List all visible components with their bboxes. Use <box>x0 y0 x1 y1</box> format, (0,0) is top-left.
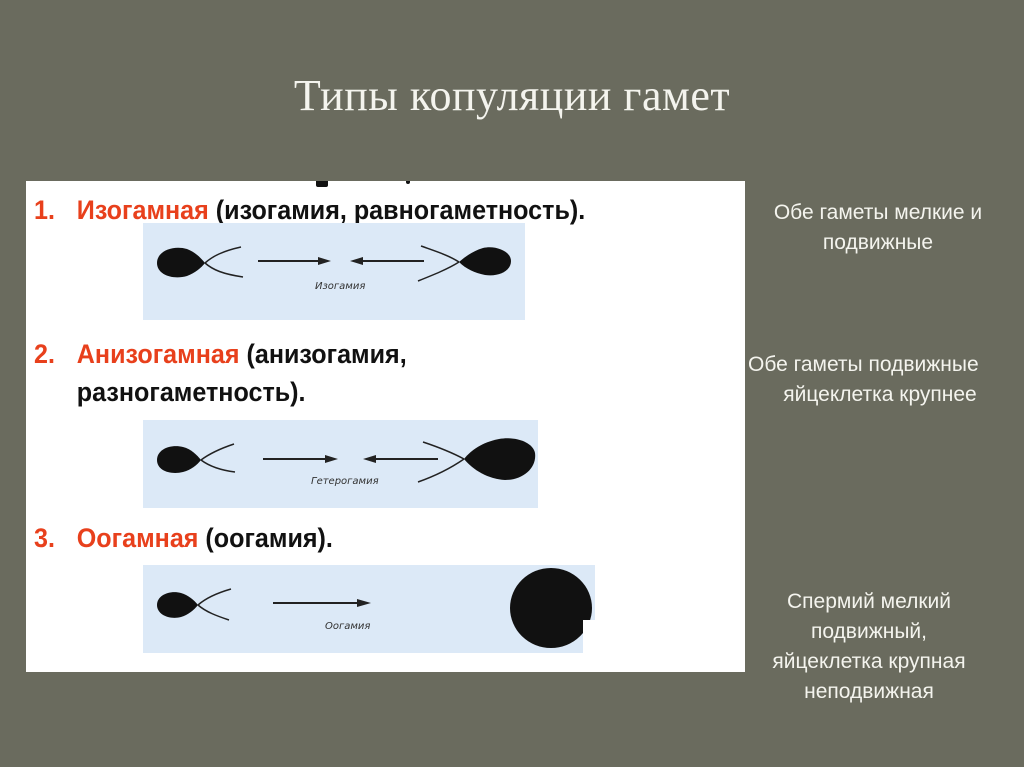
type-1-term: Изогамная <box>76 195 209 225</box>
type-2-note-line-2: яйцеклетка крупнее <box>783 383 977 406</box>
type-3-heading: 3. Оогамная (оогамия). <box>34 522 333 554</box>
cropped-text-fragments <box>26 181 745 191</box>
type-2-note-line-1: Обе гаметы подвижные <box>748 353 979 376</box>
type-3-term: Оогамная <box>76 523 199 553</box>
content-panel: 1. Изогамная (изогамия, равногаметность).… <box>26 181 745 672</box>
heterogamy-figure: Гетерогамия <box>143 420 538 508</box>
type-3-note-line-3: яйцеклетка крупная <box>772 650 966 673</box>
type-2-description-continued: разногаметность). <box>76 377 306 407</box>
type-2-description: (анизогамия, <box>246 339 407 369</box>
type-3-description: (оогамия). <box>205 523 333 553</box>
oogamy-caption: Оогамия <box>325 621 371 632</box>
type-2-heading: 2. Анизогамная (анизогамия, разногаметнос… <box>34 338 407 408</box>
type-1-note: Обе гаметы мелкие и подвижные <box>752 198 1004 258</box>
type-2-note: Обе гаметы подвижные яйцеклетка крупнее <box>748 350 1024 410</box>
heterogamy-caption: Гетерогамия <box>311 476 379 487</box>
isogamy-diagram-icon <box>157 245 511 282</box>
isogamy-figure: Изогамия <box>143 223 525 320</box>
type-3-note: Спермий мелкий подвижный, яйцеклетка кру… <box>742 587 996 707</box>
heterogamy-diagram-icon <box>157 438 536 483</box>
type-3-note-line-2: подвижный, <box>810 620 928 643</box>
type-1-note-line-2: подвижные <box>822 231 934 254</box>
type-2-number: 2. <box>34 339 55 369</box>
type-1-description: (изогамия, равногаметность). <box>215 195 586 225</box>
oogamy-figure: Оогамия <box>143 565 595 653</box>
type-1-note-line-1: Обе гаметы мелкие и <box>773 201 983 224</box>
type-3-note-line-1: Спермий мелкий <box>787 590 951 613</box>
type-1-number: 1. <box>34 195 55 225</box>
isogamy-caption: Изогамия <box>315 281 366 292</box>
type-2-term: Анизогамная <box>76 339 240 369</box>
type-3-note-line-4: неподвижная <box>804 680 934 703</box>
slide-title: Типы копуляции гамет <box>293 71 731 120</box>
oogamy-diagram-icon <box>157 568 595 653</box>
type-3-number: 3. <box>34 523 55 553</box>
type-1-heading: 1. Изогамная (изогамия, равногаметность). <box>34 194 585 226</box>
